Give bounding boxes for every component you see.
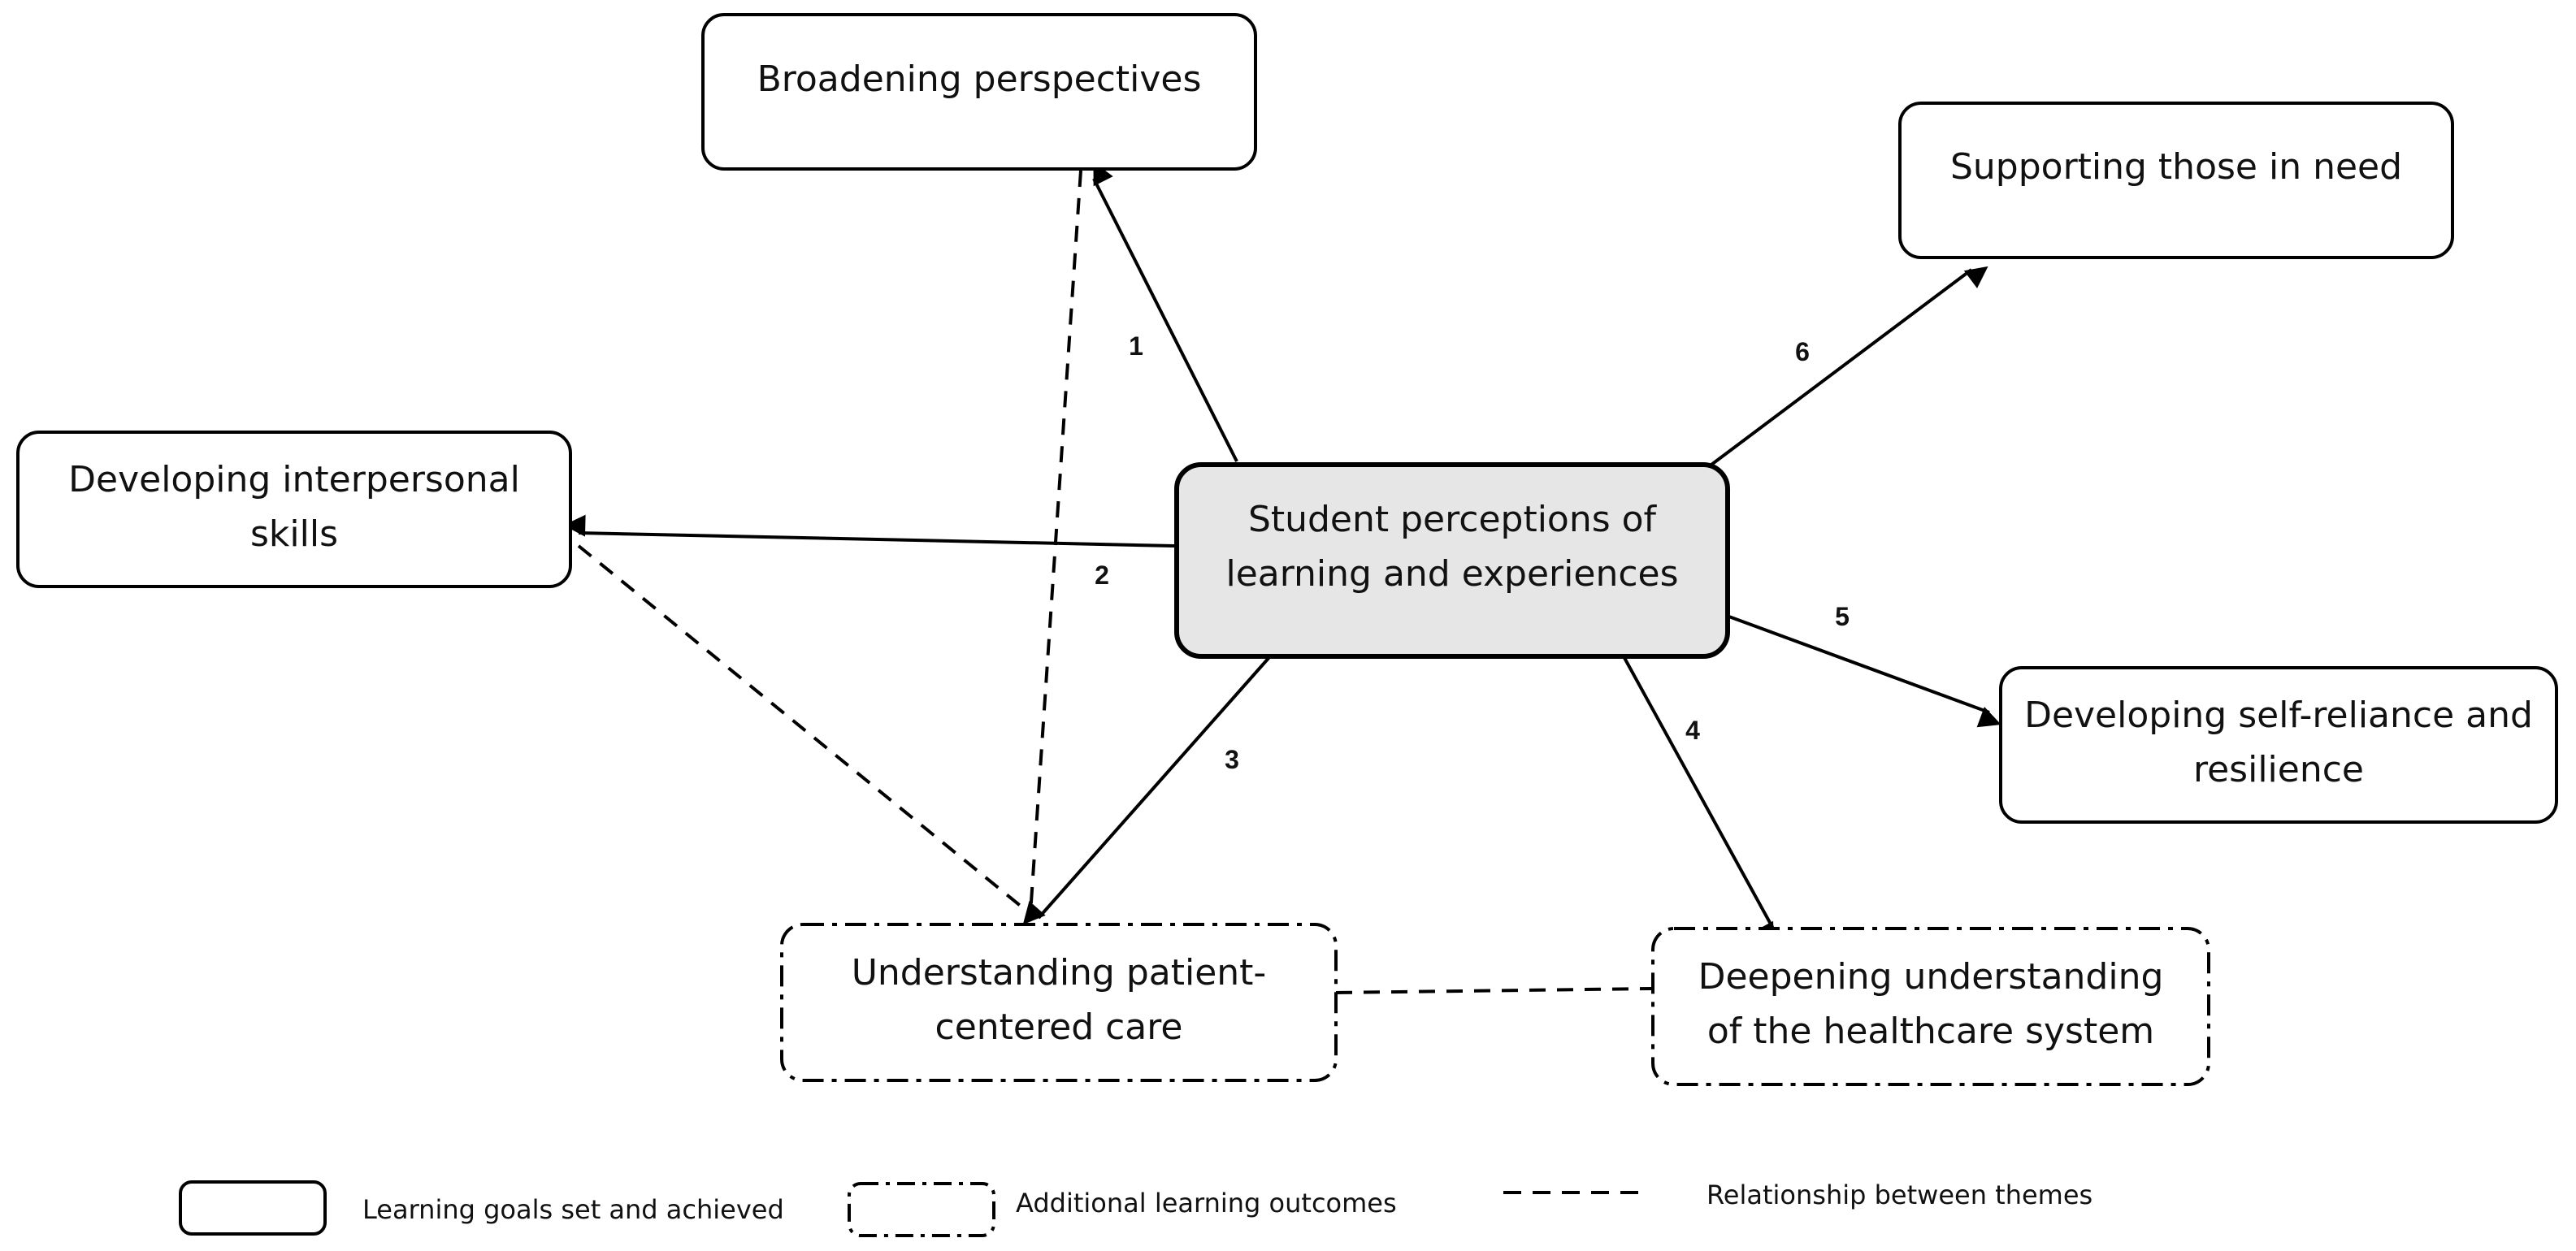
- theme-label-interpersonal-line2: skills: [250, 513, 338, 555]
- theme-box-patient: [780, 923, 1338, 1082]
- theme-box-broadening: [701, 13, 1257, 171]
- legend-swatch-dashdot: [848, 1182, 995, 1237]
- arrow-to-supporting: [1706, 266, 1988, 469]
- theme-label-selfreliance-line2: resilience: [2193, 749, 2364, 790]
- arrow-to-broadening: [1092, 162, 1238, 462]
- theme-label-interpersonal-line1: Developing interpersonal: [68, 459, 520, 500]
- legend-label-dashdot: Additional learning outcomes: [1016, 1188, 1397, 1219]
- theme-label-healthcare-line1: Deepening understanding: [1698, 956, 2164, 998]
- edge-number-1: 1: [1129, 331, 1143, 361]
- arrow-to-patient: [1022, 655, 1272, 925]
- theme-label-supporting: Supporting those in need: [1950, 146, 2402, 188]
- theme-broadening: Broadening perspectives: [701, 13, 1257, 171]
- legend-item-dashdot: Additional learning outcomes: [848, 1182, 1397, 1237]
- theme-label-patient-line2: centered care: [935, 1006, 1183, 1048]
- legend-label-solid: Learning goals set and achieved: [362, 1194, 784, 1225]
- theme-label-broadening: Broadening perspectives: [757, 58, 1202, 100]
- edge-number-2: 2: [1095, 561, 1109, 590]
- theme-box-supporting: [1898, 102, 2454, 259]
- outcome-arrows: [563, 162, 2001, 946]
- theme-label-selfreliance-line1: Developing self-reliance and: [2024, 695, 2533, 736]
- theme-box-interpersonal: [16, 431, 572, 588]
- edge-numbers: 1 2 3 4 5 6: [1095, 331, 1850, 774]
- arrow-to-healthcare: [1622, 656, 1775, 946]
- theme-label-patient-line1: Understanding patient-: [852, 952, 1267, 993]
- central-label-line1: Student perceptions of: [1248, 499, 1658, 540]
- edge-number-6: 6: [1795, 337, 1810, 366]
- theme-box-healthcare: [1651, 927, 2210, 1086]
- legend-label-dashed: Relationship between themes: [1706, 1180, 2092, 1210]
- edge-number-4: 4: [1685, 716, 1700, 745]
- central-theme: Student perceptions of learning and expe…: [1174, 462, 1730, 659]
- legend-item-dashed: Relationship between themes: [1503, 1180, 2092, 1210]
- relationship-line-patient-healthcare: [1335, 987, 1652, 994]
- central-label-line2: learning and experiences: [1225, 553, 1678, 595]
- theme-healthcare: Deepening understanding of the healthcar…: [1651, 927, 2210, 1086]
- theme-selfreliance: Developing self-reliance and resilience: [1999, 666, 2558, 824]
- relationship-line-interpersonal-patient: [577, 544, 1032, 916]
- edge-number-5: 5: [1835, 602, 1850, 631]
- theme-box-selfreliance: [1999, 666, 2558, 824]
- legend: Learning goals set and achieved Addition…: [179, 1180, 2092, 1237]
- edge-number-3: 3: [1225, 745, 1239, 774]
- legend-swatch-solid: [179, 1180, 327, 1236]
- theme-supporting: Supporting those in need: [1898, 102, 2454, 259]
- theme-patient: Understanding patient- centered care: [780, 923, 1338, 1082]
- arrow-to-selfreliance: [1726, 614, 2001, 728]
- theme-label-healthcare-line2: of the healthcare system: [1707, 1011, 2154, 1052]
- central-box: [1174, 462, 1730, 659]
- legend-item-solid: Learning goals set and achieved: [179, 1180, 784, 1236]
- arrow-to-interpersonal: [563, 514, 1175, 548]
- theme-interpersonal: Developing interpersonal skills: [16, 431, 572, 588]
